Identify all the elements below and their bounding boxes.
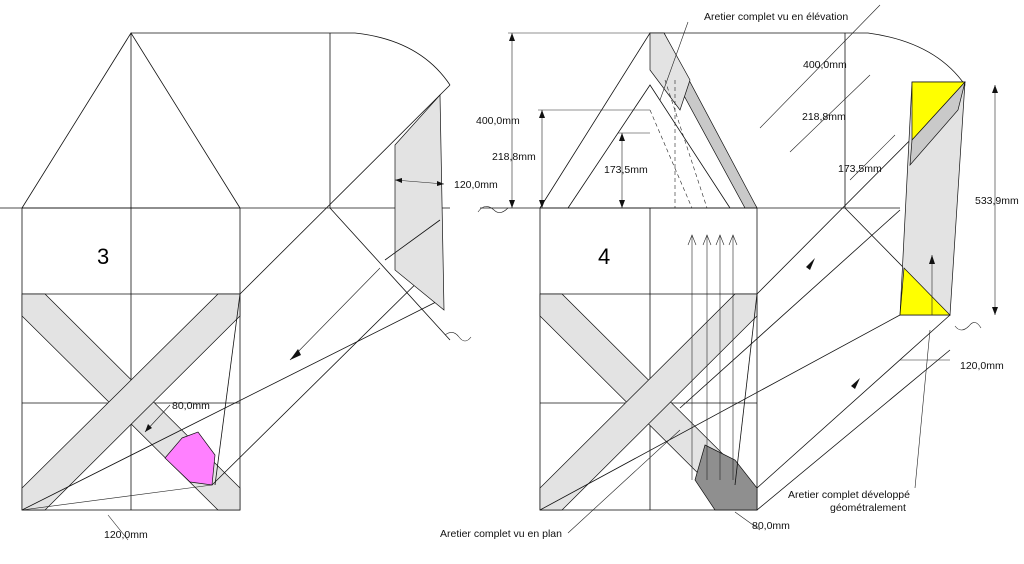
annotation-plan: Aretier complet vu en plan — [440, 528, 562, 540]
annotation-elevation: Aretier complet vu en élévation — [704, 11, 848, 23]
yellow-bottom — [899, 267, 951, 316]
dim-120-bottom-left: 120,0mm — [104, 529, 148, 541]
dim-533: 533,9mm — [975, 195, 1019, 207]
dim-120-right: 120,0mm — [960, 360, 1004, 372]
dim-400-diagonal: 400,0mm — [803, 59, 847, 71]
dim-173-vertical: 173,5mm — [604, 164, 648, 176]
dim-218-diagonal: 218,8mm — [802, 111, 846, 123]
dim-120-left: 120,0mm — [454, 179, 498, 191]
view-3: 120,0mm 80,0mm 120,0mm 3 — [0, 32, 498, 541]
side-strip-left — [394, 94, 445, 311]
dim-218-vertical: 218,8mm — [492, 151, 536, 163]
dim-173-diagonal: 173,5mm — [838, 163, 882, 175]
view-4: 400,0mm 218,8mm 173,5mm 400,0mm 218,8mm … — [440, 4, 1019, 540]
hip-plan-dark — [694, 444, 758, 511]
view-label-3: 3 — [97, 244, 109, 269]
view-label-4: 4 — [598, 244, 610, 269]
gray-top — [909, 81, 966, 167]
annotation-developed-2: géométralement — [830, 502, 906, 514]
dim-80-left: 80,0mm — [172, 400, 210, 412]
dim-80-right: 80,0mm — [752, 520, 790, 532]
dim-400-vertical: 400,0mm — [476, 115, 520, 127]
annotation-developed-1: Aretier complet développé — [788, 489, 910, 501]
